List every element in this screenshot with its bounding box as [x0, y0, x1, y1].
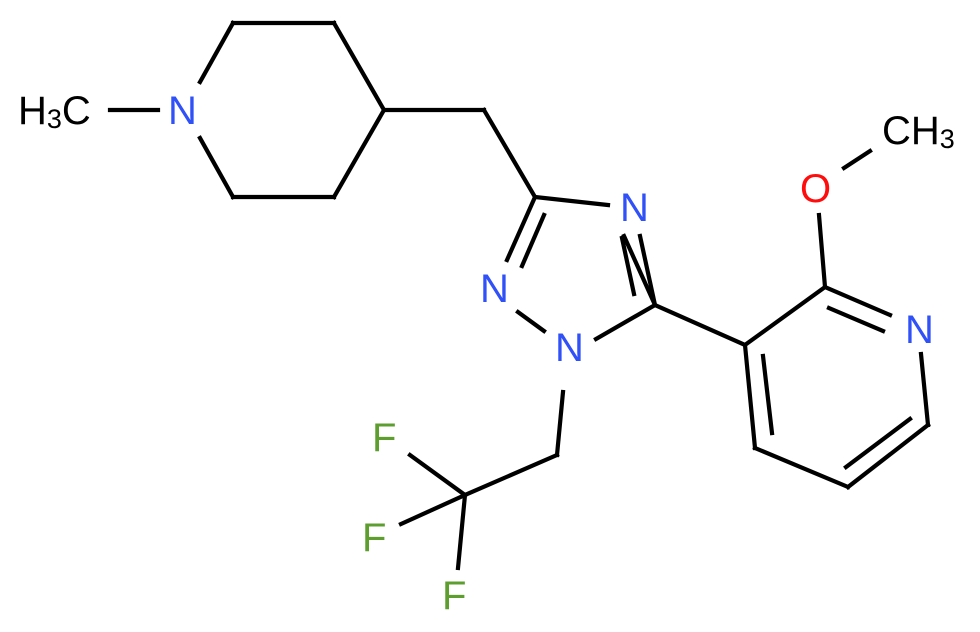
methyl-right-label: CH3 [882, 109, 955, 154]
piperidine-ring [107, 20, 387, 200]
triazole-n1-label: N [555, 326, 584, 370]
piperidine-nitrogen-label: N [168, 89, 197, 133]
methoxy-group [816, 148, 873, 290]
trifluoroethyl-group [398, 389, 566, 571]
triazole-n2-label: N [480, 267, 509, 311]
fluorine-3-label: F [442, 574, 466, 618]
pyridine-nitrogen-label: N [905, 308, 934, 352]
triazole-n4-label: N [620, 186, 649, 230]
triazole-ring [504, 194, 658, 342]
pyridine-ring [742, 284, 931, 490]
methyl-left-label: H3C [18, 89, 91, 134]
methylene-linker [381, 107, 538, 200]
fluorine-2-label: F [362, 516, 386, 560]
biaryl-bond [652, 302, 748, 348]
fluorine-1-label: F [372, 416, 396, 460]
methoxy-oxygen-label: O [800, 167, 831, 211]
